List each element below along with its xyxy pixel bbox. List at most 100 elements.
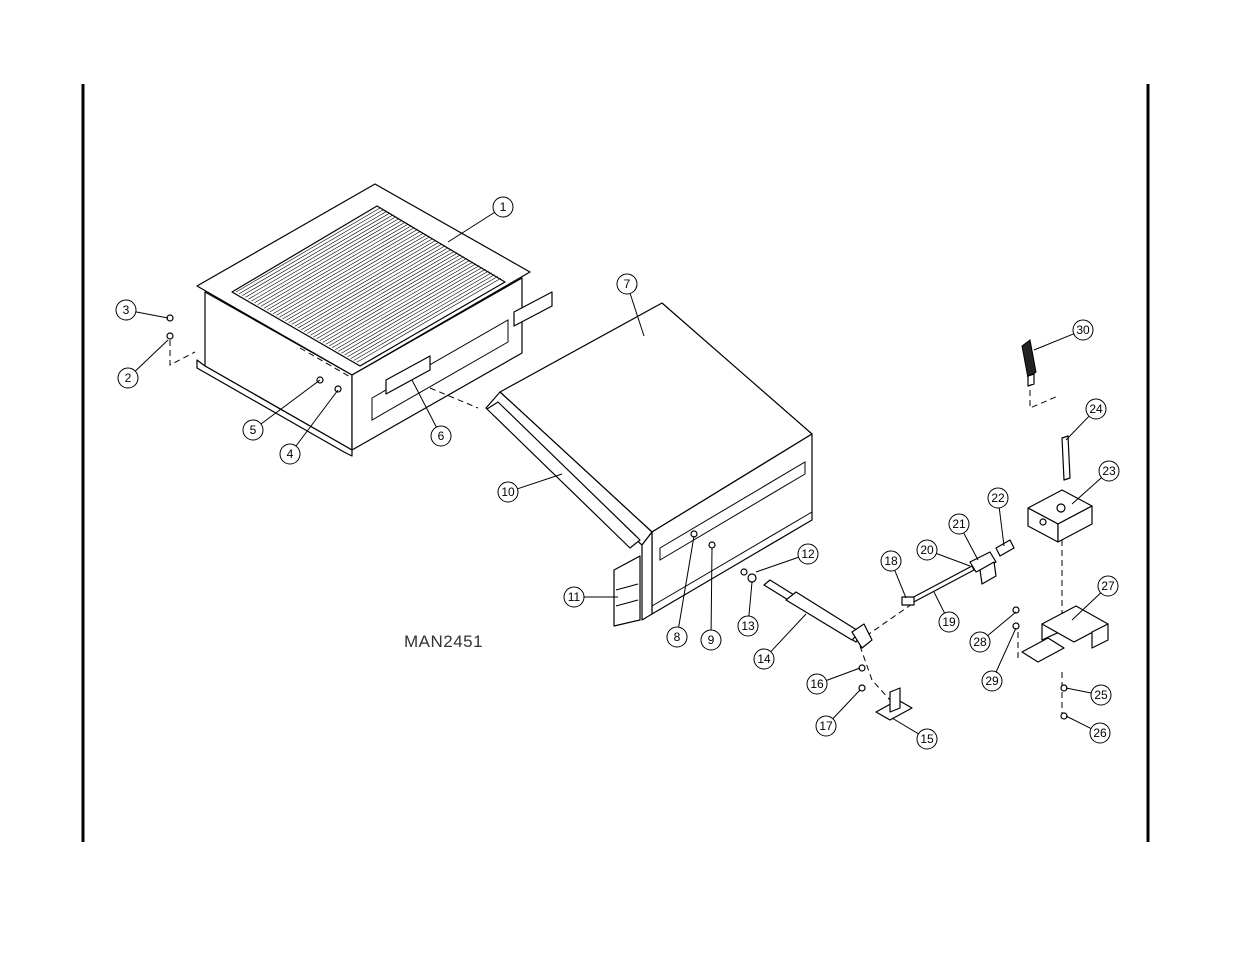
mount-block-side: [1057, 505, 1093, 543]
balloon-number: 1: [500, 200, 507, 214]
leader-line-16: [826, 667, 861, 681]
balloon-number: 28: [973, 635, 987, 649]
balloon-circle: [806, 673, 828, 695]
leader-line-25: [1065, 687, 1092, 694]
strut-bracket-tab: [889, 687, 901, 713]
leader-line-28: [987, 611, 1017, 636]
filter-rib: [319, 256, 464, 341]
leader-line-21: [963, 532, 979, 561]
item-balloon-9: 9: [700, 629, 722, 651]
balloon-number: 30: [1076, 323, 1090, 337]
balloon-circle: [916, 728, 938, 750]
filter-rib: [294, 241, 440, 327]
balloon-circle: [430, 425, 452, 447]
leader-line-30: [1033, 333, 1074, 351]
filter-rib: [248, 214, 393, 300]
leader-line-6: [411, 379, 437, 428]
filter-rib: [263, 223, 409, 309]
balloon-circle: [737, 615, 759, 637]
balloon-number: 16: [810, 677, 824, 691]
balloon-circle: [279, 443, 301, 465]
leader-line-23: [1071, 477, 1102, 505]
leader-line-17: [832, 689, 861, 720]
bracket-right: [513, 291, 553, 327]
balloon-circle: [797, 543, 819, 565]
item-balloon-26: 26: [1089, 722, 1111, 744]
item-balloon-5: 5: [242, 419, 264, 441]
leader-line-29: [995, 627, 1017, 673]
filter-rib: [235, 207, 381, 293]
leader-line-14: [770, 613, 807, 653]
leader-line-2: [134, 339, 169, 372]
item-balloon-23: 23: [1098, 460, 1120, 482]
filter-rib: [304, 247, 449, 332]
balloon-number: 20: [920, 543, 934, 557]
balloon-circle: [938, 611, 960, 633]
balloon-number: 26: [1093, 726, 1107, 740]
filter-rib: [273, 229, 418, 314]
washer-12: [740, 568, 748, 576]
item-balloon-30: 30: [1072, 319, 1094, 341]
balloon-number: 13: [741, 619, 755, 633]
balloon-circle: [117, 367, 139, 389]
item-balloon-24: 24: [1085, 398, 1107, 420]
balloon-circle: [242, 419, 264, 441]
filter-rib: [288, 238, 433, 323]
filter-rib: [245, 213, 390, 298]
balloon-number: 22: [991, 491, 1005, 505]
filter-rib: [257, 220, 402, 305]
gas-strut-body: [785, 591, 861, 641]
bracket-left: [385, 355, 431, 395]
item-balloon-7: 7: [616, 273, 638, 295]
washer-17: [858, 684, 866, 692]
item-balloon-17: 17: [815, 715, 837, 737]
filter-rib: [251, 216, 396, 302]
item-balloon-19: 19: [938, 611, 960, 633]
balloon-number: 23: [1102, 464, 1116, 478]
nut-13: [747, 573, 757, 583]
leader-line-19: [933, 591, 945, 614]
balloon-number: 8: [674, 630, 681, 644]
item-balloon-4: 4: [279, 443, 301, 465]
leader-line-12: [755, 556, 799, 573]
foam-block: [613, 555, 641, 627]
filter-box-assembly: [196, 183, 531, 457]
item-balloon-28: 28: [969, 631, 991, 653]
balloon-number: 14: [757, 652, 771, 666]
mount-block-side-hole: [1039, 518, 1047, 526]
leader-line-26: [1065, 715, 1092, 729]
cover-assembly: [485, 302, 813, 621]
filter-rib: [328, 261, 474, 347]
filter-rib: [335, 265, 480, 350]
filter-rib: [310, 250, 455, 336]
leader-line-4: [295, 389, 339, 447]
filter-rib: [260, 222, 405, 307]
item-balloon-15: 15: [916, 728, 938, 750]
balloon-circle: [815, 715, 837, 737]
item-balloon-27: 27: [1097, 575, 1119, 597]
filter-rib: [350, 274, 495, 359]
filter-rib: [291, 240, 436, 325]
balloon-number: 5: [250, 423, 257, 437]
filter-rib: [325, 259, 471, 345]
rod: [907, 565, 975, 605]
balloon-number: 12: [801, 547, 815, 561]
filter-rib: [338, 267, 483, 352]
spring: [995, 539, 1015, 557]
balloon-circle: [880, 550, 902, 572]
leader-line-18: [894, 570, 907, 599]
knob: [1021, 339, 1037, 379]
balloon-circle: [981, 670, 1003, 692]
item-balloon-11: 11: [563, 586, 585, 608]
item-balloon-12: 12: [797, 543, 819, 565]
balloon-number: 10: [501, 485, 515, 499]
leader-line-10: [517, 473, 563, 490]
balloon-circle: [753, 648, 775, 670]
leader-line-9: [710, 547, 713, 631]
leader-line-20: [936, 553, 971, 567]
balloon-number: 3: [123, 303, 130, 317]
balloon-circle: [948, 513, 970, 535]
balloon-circle: [115, 299, 137, 321]
item-balloon-21: 21: [948, 513, 970, 535]
